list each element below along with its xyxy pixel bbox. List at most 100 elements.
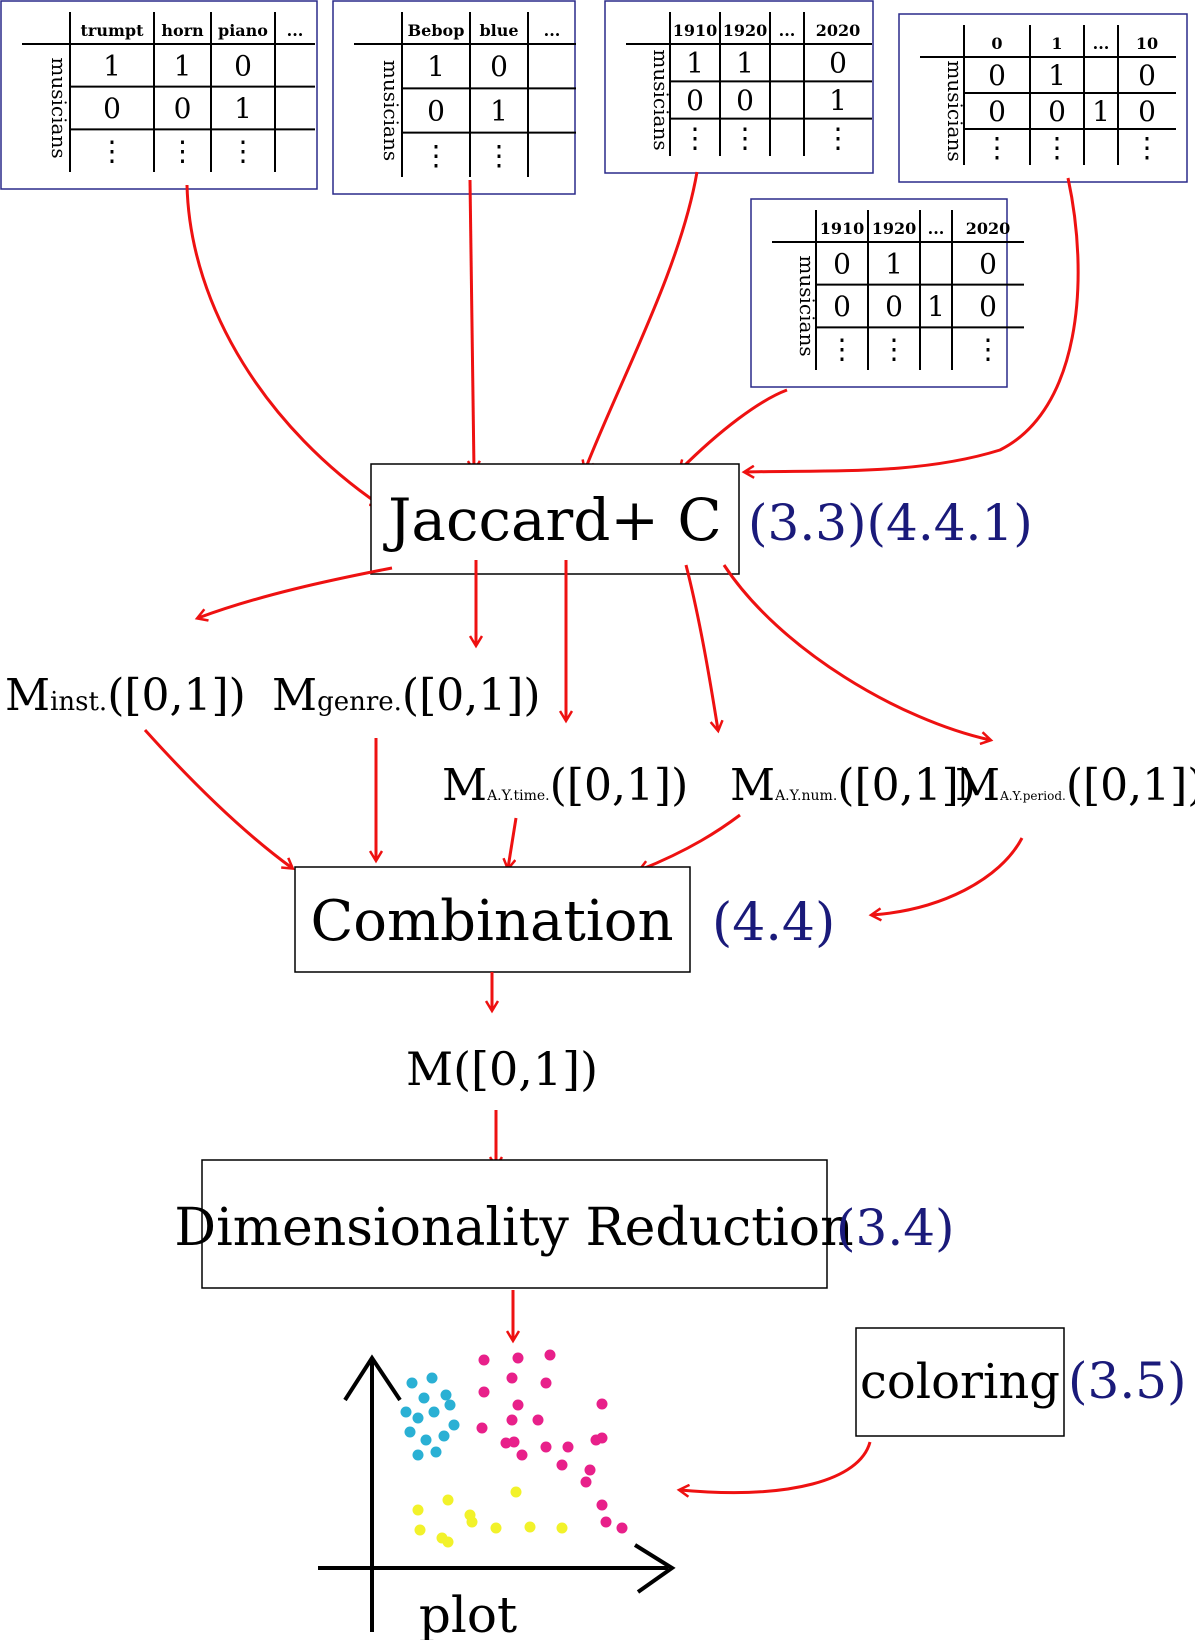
plot-point-cyan: [428, 1406, 440, 1418]
plot-point-magenta: [500, 1437, 512, 1449]
table-column-header: 1: [1051, 34, 1062, 53]
table-column-header: piano: [218, 21, 268, 40]
table-column-header: ...: [928, 219, 945, 238]
matrix-genre: Mgenre.([0,1]): [272, 670, 541, 721]
table-column-header: 1920: [723, 21, 768, 40]
svg-text:MA.Y.period.([0,1]): MA.Y.period.([0,1]): [955, 760, 1195, 811]
table-cell: ⋮: [681, 121, 709, 154]
plot-x-axis-arrow: [633, 1543, 676, 1594]
plot-point-magenta: [616, 1522, 628, 1534]
arrow-ay2-to-jaccard: [680, 388, 788, 470]
table-row-header: musicians: [379, 60, 403, 161]
table-cell: 1: [885, 247, 903, 280]
plot-point-magenta: [540, 1377, 552, 1389]
arrows-to-combination: [143, 728, 1024, 915]
table-cell: ⋮: [422, 139, 450, 172]
table-cell: 1: [1092, 95, 1110, 128]
table-cell: ⋮: [1133, 131, 1161, 164]
dimred-box: [201, 1159, 828, 1289]
plot-point-magenta: [540, 1441, 552, 1453]
table-cell: 0: [490, 50, 508, 83]
table-cell: ⋮: [229, 135, 257, 168]
table-cell: ⋮: [98, 135, 126, 168]
table-column-header: blue: [479, 21, 518, 40]
table-cell: ⋮: [1043, 131, 1071, 164]
scatter-plot: plot: [318, 1349, 676, 1640]
table-row-header: musicians: [47, 57, 71, 158]
table-cell: 0: [1048, 95, 1066, 128]
table-frame: [898, 13, 1188, 183]
plot-point-magenta: [600, 1516, 612, 1528]
table-column-header: horn: [161, 21, 204, 40]
table-frame: [0, 0, 318, 190]
table-column-header: 1910: [820, 219, 865, 238]
plot-y-axis-arrow: [343, 1354, 402, 1402]
plot-point-yellow: [442, 1494, 454, 1506]
table-column-header: trumpt: [81, 21, 145, 40]
plot-point-yellow: [412, 1504, 424, 1516]
table-frame: [332, 0, 576, 195]
table-column-header: 1920: [872, 219, 917, 238]
table-cell: 0: [979, 290, 997, 323]
table-column-header: 2020: [966, 219, 1011, 238]
combination-label: Combination: [310, 889, 673, 954]
plot-point-yellow: [414, 1524, 426, 1536]
arrow-jaccard-to-minst: [198, 566, 393, 618]
table-cell: 1: [1048, 59, 1066, 92]
table-cell: ⋮: [731, 121, 759, 154]
plot-points: [400, 1349, 628, 1548]
table-column-header: 10: [1136, 34, 1158, 53]
plot-point-yellow: [556, 1522, 568, 1534]
plot-point-magenta: [590, 1434, 602, 1446]
matrix-ay-time: MA.Y.time.([0,1]): [442, 760, 688, 811]
arrow-genre-to-jaccard: [470, 179, 474, 470]
table-cell: ⋮: [828, 333, 856, 366]
table-row-header: musicians: [649, 49, 673, 150]
dimred-label: Dimensionality Reduction: [174, 1198, 853, 1258]
table-column-header: ...: [544, 21, 561, 40]
plot-point-magenta: [506, 1372, 518, 1384]
plot-point-cyan: [400, 1406, 412, 1418]
table-cell: 0: [988, 95, 1006, 128]
plot-point-yellow: [490, 1522, 502, 1534]
table-cell: 0: [736, 84, 754, 117]
table-cell: ⋮: [974, 333, 1002, 366]
table-row-header: musicians: [943, 60, 967, 161]
arrow-jaccard-to-mayperiod: [722, 564, 990, 740]
arrow-maytime-to-combination: [508, 817, 518, 868]
plot-point-magenta: [512, 1352, 524, 1364]
table-cell: 0: [829, 47, 847, 80]
table-cell: 0: [427, 95, 445, 128]
plot-label: plot: [419, 1586, 517, 1640]
matrix-ay-num: MA.Y.num.([0,1]): [730, 760, 976, 811]
table-cell: 0: [833, 290, 851, 323]
table-frame: [604, 0, 874, 174]
table-cell: 1: [829, 84, 847, 117]
table-cell: 0: [979, 247, 997, 280]
svg-text:MA.Y.time.([0,1]): MA.Y.time.([0,1]): [442, 760, 688, 811]
plot-point-magenta: [508, 1436, 520, 1448]
table-cell: ⋮: [169, 135, 197, 168]
svg-text:M([0,1]): M([0,1]): [406, 1042, 598, 1096]
plot-point-cyan: [418, 1392, 430, 1404]
table-cell: 0: [833, 247, 851, 280]
arrows-jaccard-to-matrices: [198, 560, 990, 740]
plot-point-cyan: [444, 1399, 456, 1411]
plot-point-cyan: [420, 1434, 432, 1446]
matrix-combined: M([0,1]): [406, 1042, 598, 1096]
plot-point-cyan: [438, 1430, 450, 1442]
jaccard-box: [370, 463, 740, 575]
svg-text:Mgenre.([0,1]): Mgenre.([0,1]): [272, 670, 541, 721]
table-cell: 1: [490, 95, 508, 128]
combination-ref: (4.4): [712, 893, 835, 953]
arrow-maynum-to-combination: [640, 813, 741, 870]
table-cell: 0: [103, 92, 121, 125]
table-column-header: 1910: [673, 21, 718, 40]
matrix-ay-period: MA.Y.period.([0,1]): [955, 760, 1195, 811]
combination-box: [294, 866, 691, 973]
